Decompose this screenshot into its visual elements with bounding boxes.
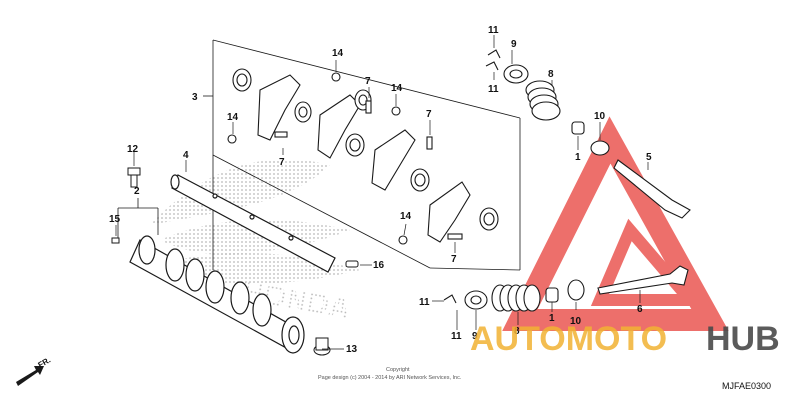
callout-1: 1 [575, 152, 581, 163]
leader-lines [115, 35, 649, 350]
callout-3: 3 [192, 92, 198, 103]
callout-11: 11 [419, 297, 430, 308]
callout-1: 1 [549, 313, 555, 324]
callout-14: 14 [391, 83, 403, 94]
callout-14: 14 [227, 112, 239, 123]
copyright-line1: Copyright [386, 367, 410, 373]
camshaft [129, 235, 305, 354]
group-2-bracket [117, 198, 159, 240]
callout-14: 14 [400, 211, 412, 222]
copyright-line2: Page design (c) 2004 - 2014 by ARI Netwo… [318, 375, 462, 381]
callout-14: 14 [332, 48, 344, 59]
plug-13 [313, 337, 331, 356]
valve-assembly-upper [485, 49, 691, 219]
watermark-logo [502, 116, 729, 331]
callout-8: 8 [548, 69, 554, 80]
callout-9: 9 [511, 39, 517, 50]
watermark-brand-primary: AUTOMOTO [470, 320, 667, 358]
bolt-12 [127, 167, 141, 188]
diagram-code: MJFAE0300 [722, 381, 771, 391]
valve-assembly-lower [443, 265, 689, 312]
callout-12: 12 [127, 144, 139, 155]
callout-4: 4 [183, 150, 189, 161]
callout-11: 11 [488, 25, 499, 36]
callout-10: 10 [570, 316, 582, 327]
callout-7: 7 [365, 76, 371, 87]
callout-8: 8 [514, 326, 520, 337]
callout-13: 13 [346, 344, 358, 355]
svg-text:FR.: FR. [37, 355, 53, 369]
pin-15 [111, 237, 120, 244]
callout-9: 9 [472, 331, 478, 342]
callout-11: 11 [451, 331, 462, 342]
callout-11: 11 [488, 84, 499, 95]
callouts: 14 7 14 7 14 7 3 12 4 2 15 14 7 16 13 11… [109, 25, 652, 355]
callout-7: 7 [279, 157, 285, 168]
callout-5: 5 [646, 152, 652, 163]
callout-7: 7 [426, 109, 432, 120]
group-3-bracket [203, 39, 521, 271]
rocker-shaft [170, 174, 336, 273]
callout-10: 10 [594, 111, 606, 122]
rocker-arms [227, 68, 499, 245]
callout-7: 7 [451, 254, 457, 265]
callout-16: 16 [373, 260, 385, 271]
front-direction-arrow: FR. [16, 355, 52, 386]
callout-6: 6 [637, 304, 643, 315]
callout-15: 15 [109, 214, 121, 225]
pin-16 [345, 260, 359, 268]
watermark-brand-secondary: HUB [706, 320, 780, 358]
callout-2: 2 [134, 186, 140, 197]
